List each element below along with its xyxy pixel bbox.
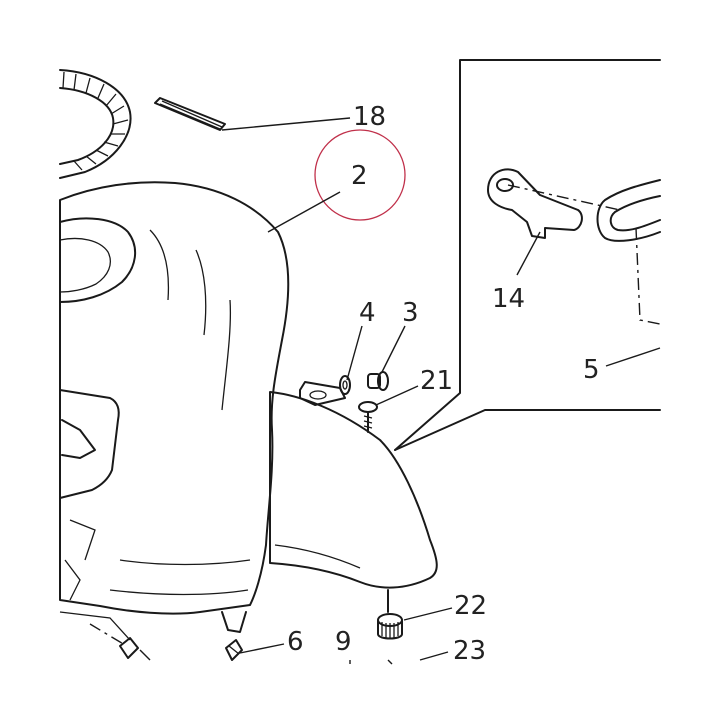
callout-5: 5 [583, 355, 600, 385]
screw-part [358, 401, 378, 433]
detail-inset [394, 59, 661, 451]
clip-part [225, 639, 243, 661]
callout-23: 23 [453, 636, 486, 666]
leader-4 [346, 325, 363, 381]
label-sticker-part [154, 97, 226, 131]
leader-left [139, 649, 151, 661]
leader-21 [375, 385, 419, 406]
mounting-bracket [299, 381, 346, 406]
leader-5 [605, 347, 661, 367]
leader-6 [239, 643, 285, 654]
fuel-tank-part [59, 181, 438, 641]
callout-9: 9 [335, 627, 352, 657]
highlight-circle [314, 129, 406, 221]
leader-23 [419, 651, 449, 661]
knurled-screw-part [377, 589, 403, 640]
leader-2 [267, 191, 341, 233]
callout-2: 2 [351, 161, 368, 191]
leader-14 [516, 231, 541, 276]
leader-18 [221, 117, 351, 131]
callout-18: 18 [353, 102, 386, 132]
callout-14: 14 [492, 284, 525, 314]
filler-recess [59, 217, 137, 303]
leader-22 [403, 607, 453, 621]
filler-ring-part [59, 69, 132, 179]
clip-part-left [119, 637, 139, 659]
callout-6: 6 [287, 627, 304, 657]
tank-main-shape [59, 181, 290, 615]
grommet-part [367, 371, 389, 391]
callout-4: 4 [359, 298, 376, 328]
callout-3: 3 [402, 298, 419, 328]
leader-3 [381, 325, 406, 373]
tank-side-panel [59, 389, 120, 499]
tank-lower-flank [269, 391, 438, 589]
callout-22: 22 [454, 591, 487, 621]
callout-21: 21 [420, 366, 453, 396]
washer-part [339, 375, 351, 395]
